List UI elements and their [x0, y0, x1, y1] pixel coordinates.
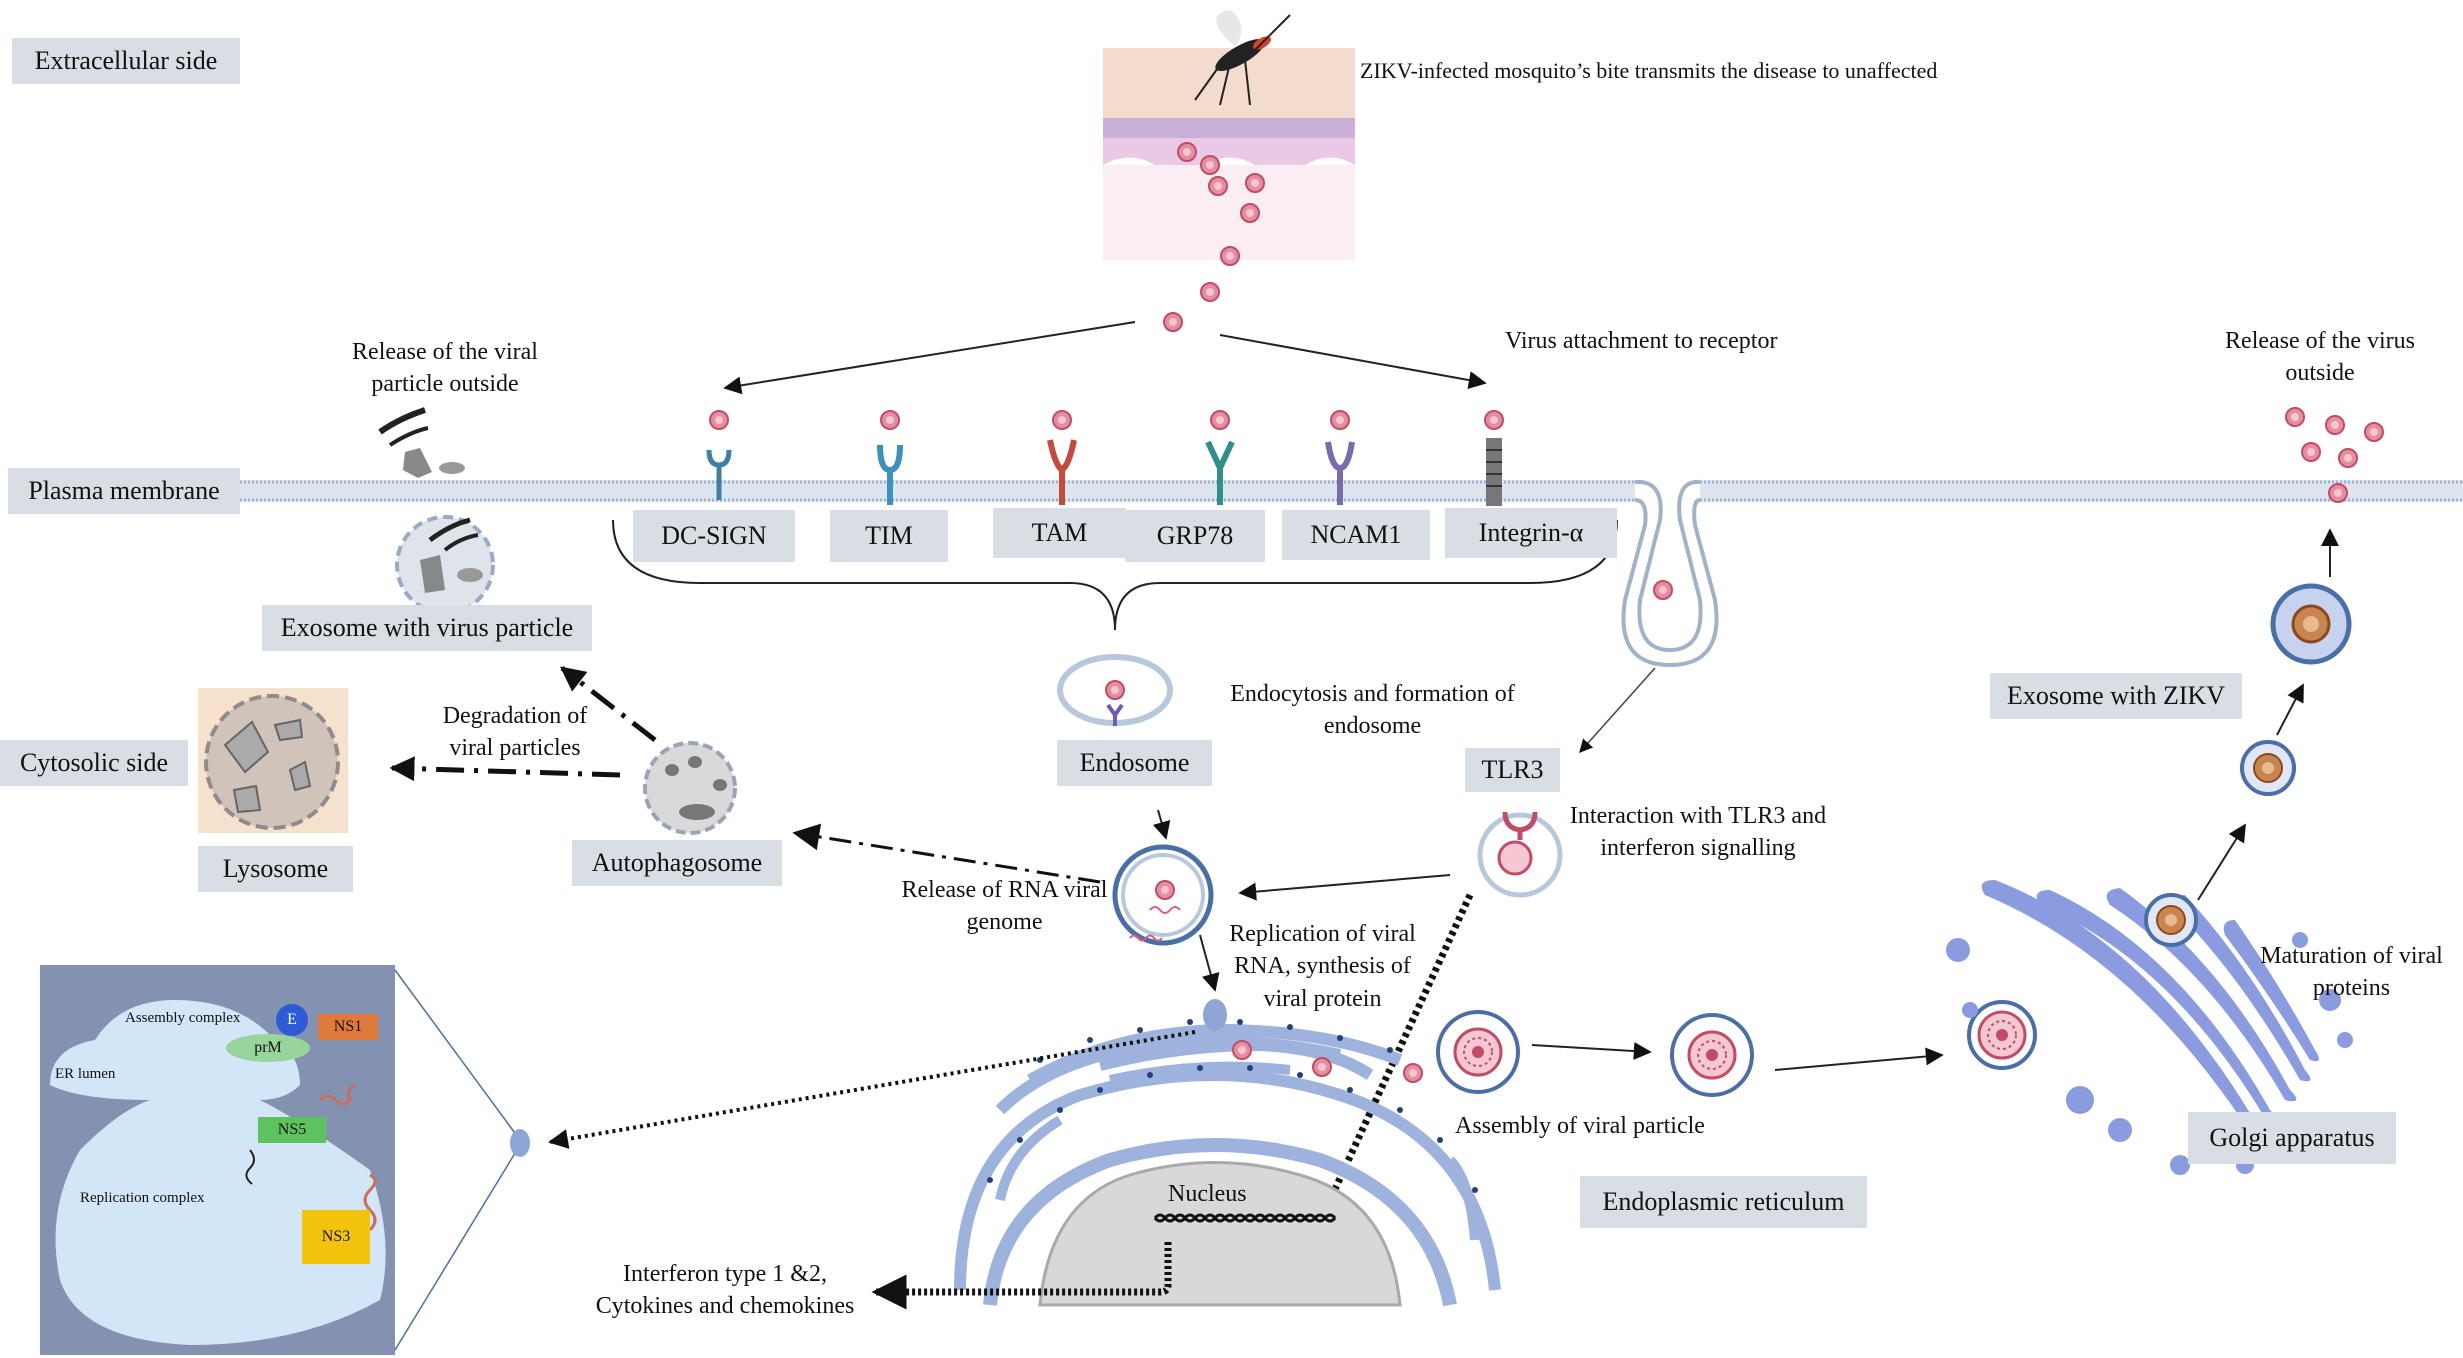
annotation-degradation-line1: Degradation of [442, 703, 588, 729]
annotation-assembly: Assembly of viral particle [1455, 1113, 1705, 1139]
inset-protein-ns5: NS5 [277, 1121, 307, 1138]
annotation-replication: Replication of viral RNA, synthesis of v… [1215, 918, 1430, 1015]
receptor-label-grp78: GRP78 [1125, 510, 1265, 562]
annotation-release-viral-line1: Release of the viral [352, 339, 538, 365]
plasma-membrane [240, 479, 2463, 668]
label-exosome-virus: Exosome with virus particle [262, 605, 592, 651]
zikv-secretion [2144, 407, 2384, 947]
annotation-endocytosis-line2: endosome [1323, 713, 1422, 740]
annotation-rna-release-line2: genome [966, 909, 1043, 936]
label-endosome: Endosome [1057, 740, 1212, 786]
annotation-maturation-line2: proteins [2312, 975, 2391, 1002]
lysosome-icon [198, 688, 348, 833]
tlr3-endosome-icon [1477, 811, 1563, 898]
arrow-interferon [871, 1242, 1172, 1310]
inset-protein-prm: prM [254, 1039, 282, 1056]
annotation-interferon-line2: Cytokines and chemokines [595, 1293, 855, 1320]
arrow-to-dcsign [723, 321, 1136, 395]
mosquito-icon [1194, 10, 1291, 106]
annotation-maturation-line1: Maturation of viral [2260, 943, 2443, 969]
annotation-tlr3-interaction: Interaction with TLR3 and interferon sig… [1548, 800, 1848, 865]
arrow-assembly-1 [1531, 1042, 1652, 1061]
endosome-icon [1057, 654, 1173, 726]
receptor-label-tim: TIM [830, 510, 948, 562]
label-cytosolic: Cytosolic side [0, 740, 188, 786]
inset-er-lumen: ER lumen [55, 1066, 116, 1082]
annotation-release-viral-line2: particle outside [371, 371, 519, 398]
label-lysosome: Lysosome [198, 846, 353, 892]
annotation-replication-line3: viral protein [1263, 985, 1382, 1012]
receptor-label-integrin: Integrin-α [1445, 508, 1617, 558]
released-exosome-fragments [378, 407, 465, 478]
annotation-endocytosis: Endocytosis and formation of endosome [1205, 678, 1540, 743]
label-tlr3: TLR3 [1465, 748, 1560, 792]
autophagosome-icon [643, 741, 737, 835]
annotation-tlr3-line1: Interaction with TLR3 and [1569, 803, 1827, 829]
annotation-release-virus-line1: Release of the virus [2225, 328, 2415, 354]
label-nucleus: Nucleus [1168, 1181, 1247, 1207]
inset-assembly-complex: Assembly complex [125, 1010, 241, 1026]
inset-protein-ns1: NS1 [333, 1018, 363, 1035]
annotation-release-virus-line2: outside [2285, 360, 2355, 387]
inset-protein-e: E [287, 1011, 297, 1028]
annotation-replication-line2: RNA, synthesis of [1234, 953, 1411, 980]
label-golgi: Golgi apparatus [2188, 1112, 2396, 1164]
golgi-apparatus-icon [1946, 880, 2353, 1175]
inset-protein-ns3: NS3 [321, 1228, 351, 1245]
arrow-replication [1199, 934, 1220, 992]
annotation-degradation-line2: viral particles [449, 735, 581, 762]
arrow-to-autophagosome [792, 823, 1101, 884]
annotation-endocytosis-line1: Endocytosis and formation of [1230, 681, 1515, 707]
arrow-endosome-down [1152, 809, 1171, 840]
annotation-mosquito: ZIKV-infected mosquito’s bite transmits … [1360, 58, 1938, 83]
nucleus-er-complex [954, 999, 1501, 1307]
label-er: Endoplasmic reticulum [1580, 1176, 1867, 1228]
annotation-tlr3-line2: interferon signalling [1600, 835, 1796, 862]
label-extracellular: Extracellular side [12, 38, 240, 84]
annotation-attachment: Virus attachment to receptor [1505, 328, 1778, 354]
endosome-rna-release [1112, 844, 1214, 946]
inset-replication-complex: Replication complex [80, 1190, 205, 1206]
arrow-to-lysosome [389, 756, 621, 782]
exosome-virus-particle-icon [395, 515, 495, 615]
annotation-rna-release: Release of RNA viral genome [882, 874, 1127, 939]
receptor-label-dcsign: DC-SIGN [633, 510, 795, 562]
annotation-replication-line1: Replication of viral [1229, 921, 1416, 947]
annotation-maturation: Maturation of viral proteins [2240, 940, 2463, 1005]
label-autophagosome: Autophagosome [572, 840, 782, 886]
arrow-tlr3-to-endosome [1238, 874, 1451, 901]
assembled-virions [1436, 1000, 2037, 1097]
label-plasma-membrane: Plasma membrane [8, 468, 240, 514]
arrow-to-exosome [560, 666, 657, 742]
label-exosome-zikv: Exosome with ZIKV [1990, 673, 2242, 719]
receptor-label-ncam1: NCAM1 [1282, 510, 1430, 560]
annotation-interferon-line1: Interferon type 1 &2, [623, 1261, 827, 1287]
skin-section [1103, 48, 1355, 260]
annotation-release-viral: Release of the viral particle outside [320, 336, 570, 401]
annotation-release-virus: Release of the virus outside [2195, 325, 2445, 390]
arrow-to-tlr3 [1579, 667, 1656, 754]
replication-inset [40, 965, 530, 1355]
receptor-brace [612, 519, 1618, 631]
annotation-interferon: Interferon type 1 &2, Cytokines and chem… [575, 1258, 875, 1323]
arrow-assembly-2 [1774, 1047, 1944, 1071]
arrow-to-integrin [1219, 334, 1487, 389]
receptor-label-tam: TAM [993, 508, 1126, 558]
annotation-rna-release-line1: Release of RNA viral [901, 877, 1108, 903]
annotation-degradation: Degradation of viral particles [415, 700, 615, 765]
receptors [706, 410, 1504, 506]
